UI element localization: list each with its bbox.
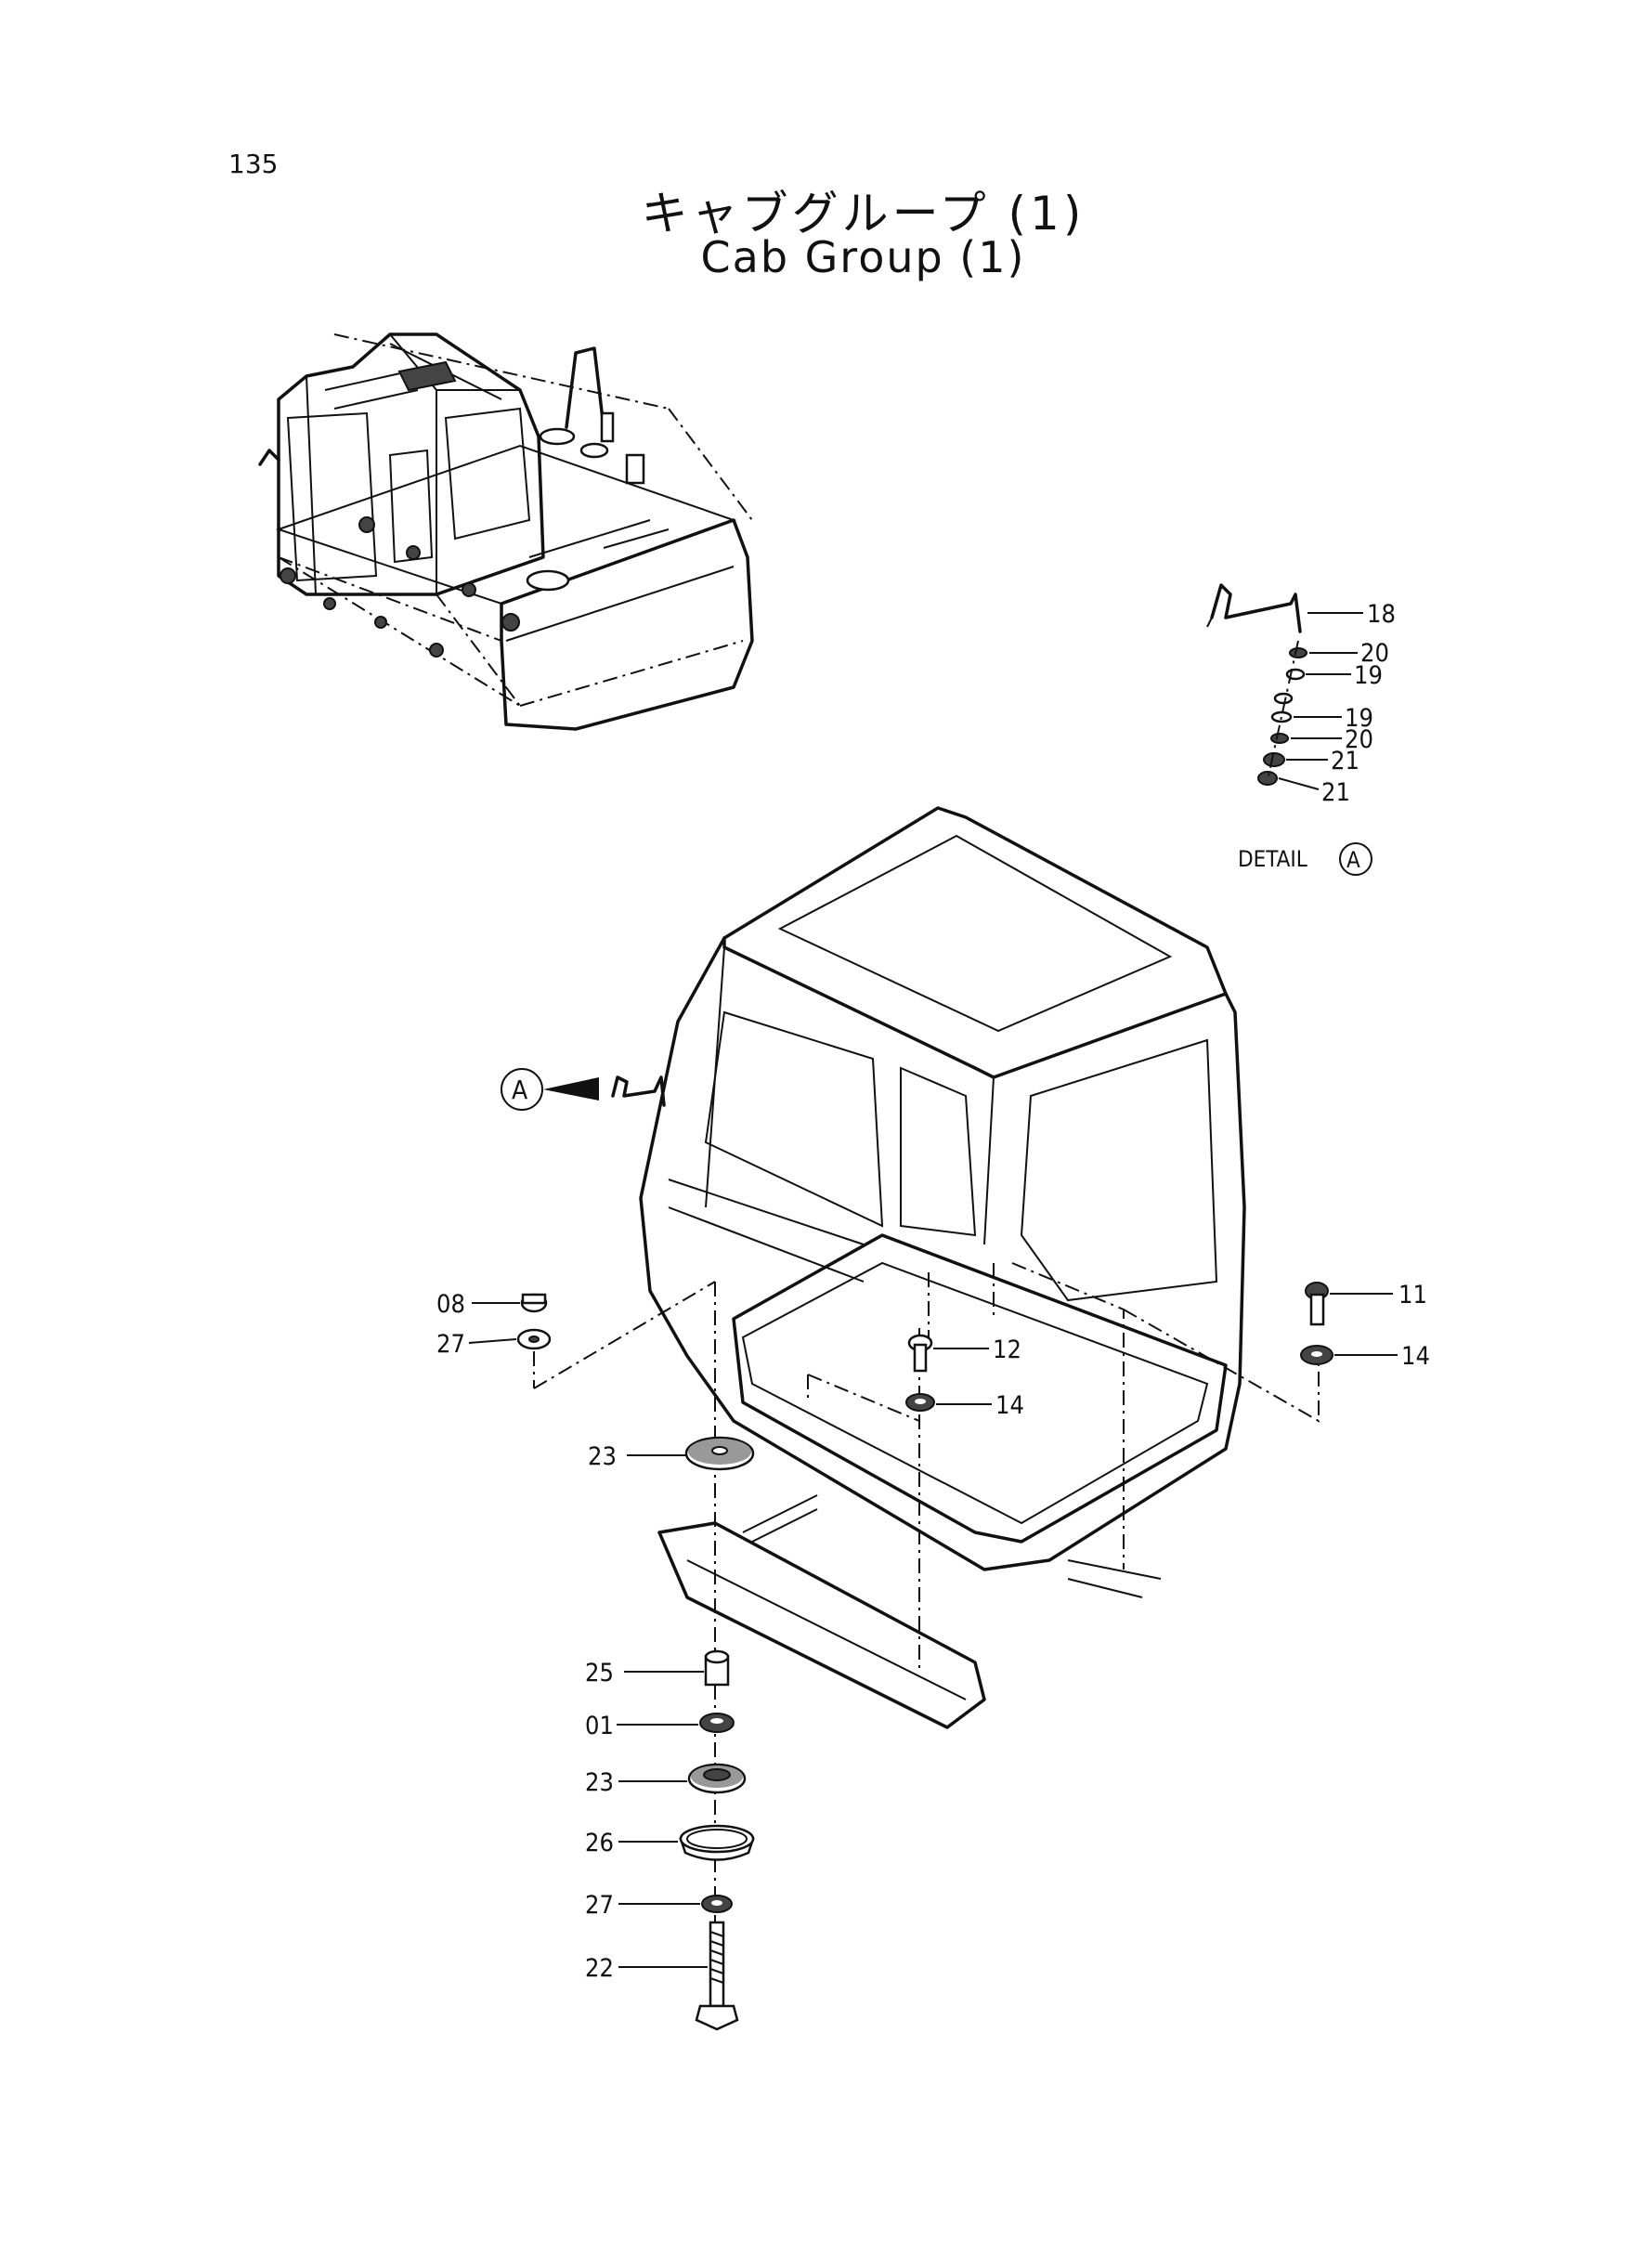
part-label-18: 18 bbox=[1367, 600, 1396, 629]
part-label-26: 26 bbox=[585, 1829, 614, 1857]
callout-a-circle bbox=[501, 1068, 543, 1111]
part-label-14: 14 bbox=[1401, 1342, 1430, 1371]
part-label-21: 21 bbox=[1331, 747, 1359, 775]
part-label-11: 11 bbox=[1398, 1281, 1427, 1309]
part-label-01: 01 bbox=[585, 1712, 614, 1740]
callout-a: A bbox=[501, 1068, 666, 1111]
detail-marker-circle bbox=[1339, 842, 1372, 876]
callout-a-letter: A bbox=[512, 1075, 528, 1105]
part-label-27: 27 bbox=[436, 1330, 465, 1359]
detail-caption: DETAIL bbox=[1238, 846, 1307, 872]
detail-a-illustration: 18 20 19 19 20 21 21 DETAIL A bbox=[1206, 583, 1396, 876]
part-label-23: 23 bbox=[585, 1768, 614, 1797]
part-label-21: 21 bbox=[1321, 778, 1350, 807]
part-label-08: 08 bbox=[436, 1290, 465, 1319]
page-title-english: Cab Group (1) bbox=[700, 232, 1026, 282]
detail-marker-letter: A bbox=[1346, 847, 1360, 873]
page-number: 135 bbox=[228, 149, 279, 179]
part-label-19: 19 bbox=[1345, 704, 1373, 733]
part-label-14: 14 bbox=[995, 1391, 1024, 1420]
cab-fasteners: 08 27 12 14 11 14 bbox=[436, 1281, 1430, 1420]
mount-stack: 23 25 01 23 26 27 22 bbox=[585, 1436, 755, 2031]
callout-arrow bbox=[543, 1077, 599, 1101]
part-label-19: 19 bbox=[1354, 661, 1383, 690]
machine-overview-illustration bbox=[258, 332, 754, 731]
part-label-23: 23 bbox=[588, 1442, 617, 1471]
part-label-25: 25 bbox=[585, 1659, 614, 1687]
handrail-detail bbox=[611, 1075, 666, 1107]
part-label-20: 20 bbox=[1345, 725, 1373, 754]
cab-illustration bbox=[533, 806, 1320, 2015]
page-title-japanese: キャブグループ (1) bbox=[641, 187, 1086, 241]
part-label-22: 22 bbox=[585, 1954, 614, 1983]
part-label-20: 20 bbox=[1360, 639, 1389, 668]
part-label-27: 27 bbox=[585, 1891, 614, 1920]
part-label-12: 12 bbox=[993, 1335, 1021, 1364]
